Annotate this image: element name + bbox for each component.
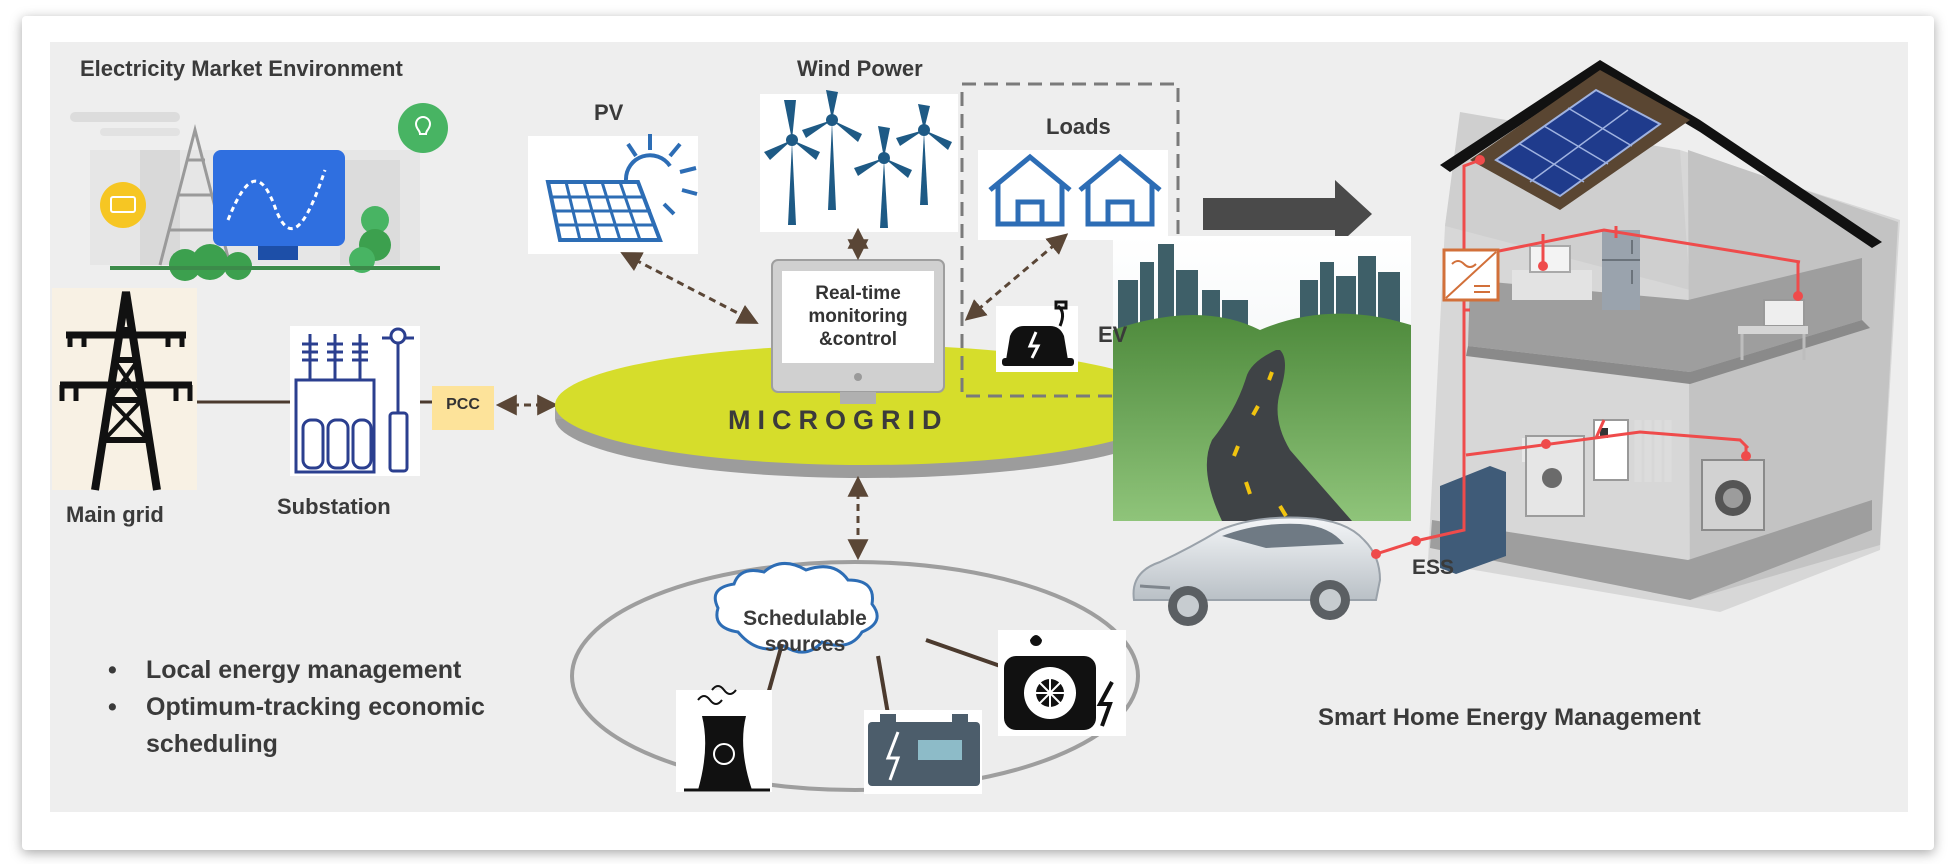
car-image [1132, 516, 1382, 626]
monitor-line-2: monitoring [808, 306, 908, 327]
wind-power-label: Wind Power [797, 56, 923, 81]
generator-icon [998, 630, 1126, 736]
microgrid-label: MICROGRID [728, 405, 949, 435]
pcc-box [432, 386, 494, 430]
pv-label: PV [594, 100, 624, 125]
bullet-text: scheduling [146, 730, 278, 758]
monitor-line-1: Real-time [815, 283, 901, 304]
bullet-text: Optimum-tracking economic [146, 693, 485, 721]
market-screen [213, 150, 345, 246]
bullet-item: scheduling [108, 726, 485, 763]
schedulable-line-2: sources [764, 633, 846, 656]
desk-computer-icon [1512, 270, 1592, 300]
monitor-line-3: &control [818, 329, 898, 350]
ess-battery-icon [1440, 466, 1506, 574]
bullet-text: Local energy management [146, 656, 462, 684]
big-arrow [1203, 180, 1372, 248]
solar-panel-icon [528, 134, 698, 254]
cloud-shape [713, 562, 879, 654]
transmission-tower-icon [52, 288, 197, 491]
substation-label: Substation [277, 494, 391, 519]
houses-icon [978, 150, 1168, 240]
substation-icon [290, 326, 420, 476]
bullet-item: • Local energy management [108, 652, 485, 689]
battery-storage-icon [864, 710, 982, 794]
smart-house-illustration [1371, 60, 1900, 612]
monitor-text: Real-time monitoring &control [782, 282, 934, 351]
lightbulb-icon [398, 103, 448, 153]
schedulable-line-1: Schedulable [743, 607, 867, 630]
loads-label: Loads [1046, 114, 1111, 139]
city-road-scene [1113, 236, 1411, 521]
battery-icon [100, 182, 146, 228]
bullet-dot: • [108, 656, 117, 684]
bullet-dot: • [108, 693, 117, 721]
power-plant-icon [676, 685, 772, 792]
wind-turbines-icon [760, 90, 958, 232]
smart-home-label: Smart Home Energy Management [1318, 704, 1701, 731]
market-label: Electricity Market Environment [80, 56, 403, 81]
bullet-list: • Local energy management • Optimum-tracki… [108, 652, 485, 763]
microgrid-disc [555, 345, 1175, 478]
schedulable-label: Schedulable sources [730, 606, 880, 658]
monitor-icon [771, 259, 945, 404]
main-grid-label: Main grid [66, 502, 164, 527]
market-illustration [70, 103, 448, 281]
bullet-item: • Optimum-tracking economic [108, 689, 485, 726]
microwave-icon [1763, 299, 1805, 327]
ev-charging-icon [996, 300, 1078, 372]
ev-label: EV [1098, 322, 1128, 347]
fridge-icon [1602, 230, 1640, 310]
pcc-label: PCC [446, 396, 480, 413]
ess-label: ESS [1412, 556, 1455, 579]
